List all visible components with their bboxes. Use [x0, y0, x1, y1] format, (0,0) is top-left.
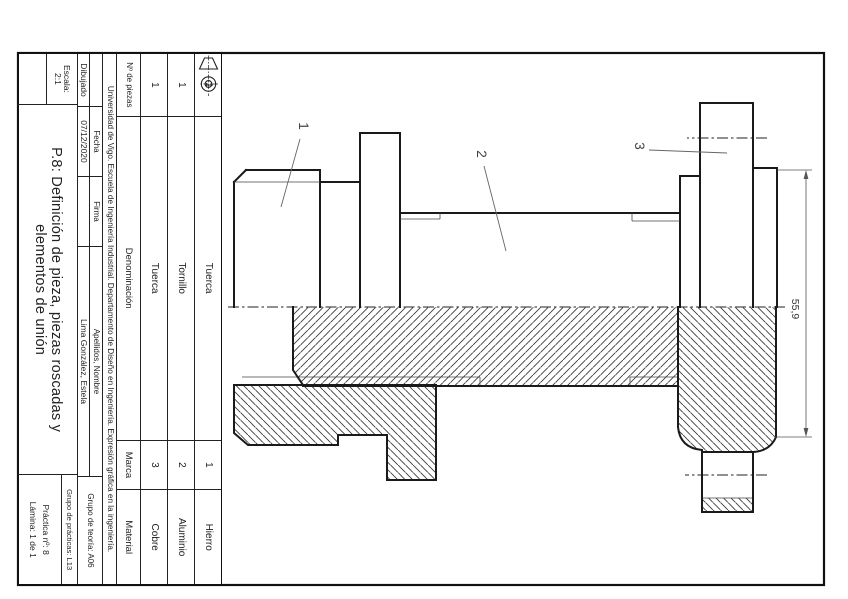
table-header-row: Nº de piezas Denominación Marca Material — [116, 54, 141, 584]
part-labels: 1 2 3 — [280, 122, 728, 252]
external-view-outlines — [232, 102, 778, 308]
thread-end-marks — [439, 213, 633, 221]
bolt-end-section-hatch — [702, 498, 753, 512]
nut1-section-hatch — [234, 385, 436, 480]
author-name: Lima González, Estela — [78, 246, 91, 476]
title-block: 1 Tuerca 1 Hierro 1 Tornillo 2 Aluminio … — [17, 53, 222, 585]
flange-section-faces — [677, 306, 777, 438]
balloon-2: 2 — [474, 150, 489, 158]
date-value: 07/12/2020 — [78, 106, 91, 176]
signature-field — [78, 176, 91, 246]
section-hatching — [234, 307, 776, 512]
signature-label: Firma — [90, 176, 102, 246]
table-row: 1 Tuerca 1 Hierro — [195, 54, 221, 584]
leader-3 — [648, 149, 728, 154]
practice-sheet-cell: Práctica nº: 8 Lámina: 1 de 1 — [17, 475, 62, 584]
scale-cell: Escala: 2:1 — [47, 54, 77, 104]
sheet-title-line1: P.8: Definición de pieza, piezas roscada… — [47, 147, 64, 433]
header-mark: Marca — [117, 439, 141, 490]
drawn-label: Dibujado — [78, 54, 91, 106]
part-mark: 1 — [195, 439, 221, 490]
empty-cell — [90, 54, 102, 106]
author-label: Apellidos, Nombre — [90, 246, 102, 476]
part-name: Tuerca — [195, 115, 221, 440]
part-mark: 3 — [141, 439, 168, 490]
part-mark: 2 — [168, 439, 195, 490]
sheet-title-line2: elementos de unión — [32, 224, 48, 356]
date-label: Fecha — [90, 106, 102, 176]
section-thread-ticks — [479, 377, 631, 386]
nut3-outline — [699, 102, 754, 308]
practice-number: Práctica nº: 8 — [40, 504, 51, 555]
scale-label: Escala: — [61, 64, 72, 93]
dimension-text: 55,9 — [789, 299, 801, 320]
dimension-55-9: 55,9 — [775, 169, 812, 438]
flange-nut3-section-hatch — [678, 307, 776, 452]
part-material: Hierro — [195, 489, 221, 584]
upper-flange-outline — [679, 102, 701, 308]
sheet-title: P.8: Definición de pieza, piezas roscada… — [17, 103, 77, 475]
bolt-shank-section-hatch — [293, 307, 678, 386]
bolt-end-cap-outline — [752, 167, 778, 308]
header-material: Material — [117, 489, 141, 584]
part-material: Cobre — [141, 489, 168, 584]
part-name: Tuerca — [141, 115, 168, 440]
university-strip: Universidad de Vigo. Escuela de Ingenier… — [102, 54, 116, 584]
table-row: 1 Tuerca 3 Cobre — [141, 54, 168, 584]
leader-1 — [280, 138, 301, 208]
theory-group-cell: Grupo de teoría: A06 — [78, 476, 102, 584]
bottom-band: Escala: 2:1 P.8: Definición de pieza, pi… — [17, 54, 219, 584]
nut1-section-outline — [233, 384, 437, 481]
header-qty: Nº de piezas — [117, 54, 141, 116]
balloon-1: 1 — [296, 122, 311, 130]
parts-table: 1 Tuerca 1 Hierro 1 Tornillo 2 Aluminio … — [116, 54, 221, 584]
bolt-end-section-outline — [701, 451, 754, 513]
sheet-number: Lámina: 1 de 1 — [28, 501, 38, 558]
part1-outline — [232, 168, 321, 308]
practice-group-cell: Grupo de prácticas: L13 — [65, 489, 75, 571]
scale-value: 2:1 — [53, 72, 63, 85]
table-row: 1 Tornillo 2 Aluminio — [168, 54, 195, 584]
thin-lines — [234, 181, 753, 499]
part-name: Tornillo — [168, 115, 195, 440]
balloon-3: 3 — [632, 142, 647, 150]
signature-rows: Fecha Firma Apellidos, Nombre Dibujado 0… — [77, 54, 102, 584]
part-qty: 1 — [141, 54, 168, 116]
part-qty: 1 — [168, 54, 195, 116]
washer-flange-outline — [359, 132, 401, 308]
section-outlines — [233, 306, 778, 513]
projection-symbol-cell — [17, 54, 219, 104]
header-name: Denominación — [117, 115, 141, 440]
part-material: Aluminio — [168, 489, 195, 584]
leader-2 — [483, 165, 507, 252]
